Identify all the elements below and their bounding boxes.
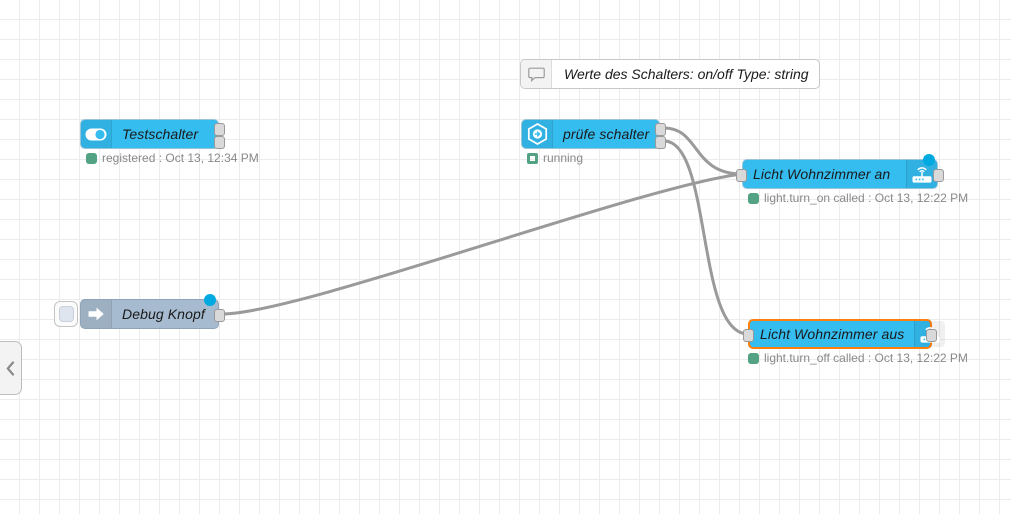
output-port[interactable] xyxy=(214,309,225,322)
input-port[interactable] xyxy=(743,329,754,342)
node-licht-wohnzimmer-an[interactable]: Licht Wohnzimmer an xyxy=(736,154,944,189)
status-text: running xyxy=(543,151,584,165)
node-licht-wohnzimmer-aus-label: Licht Wohnzimmer aus xyxy=(760,326,905,342)
output-port-1[interactable] xyxy=(655,123,666,136)
node-licht-wohnzimmer-an-status: light.turn_on called : Oct 13, 12:22 PM xyxy=(748,191,968,205)
status-dot xyxy=(748,352,759,364)
status-text: registered : Oct 13, 12:34 PM xyxy=(102,151,259,165)
node-testschalter-label: Testschalter xyxy=(122,126,199,142)
hexagon-arrow-icon xyxy=(522,120,553,148)
status-text: light.turn_on called : Oct 13, 12:22 PM xyxy=(764,191,969,205)
status-ring xyxy=(527,152,538,164)
node-testschalter[interactable]: Testschalter xyxy=(80,119,225,149)
status-text: light.turn_off called : Oct 13, 12:22 PM xyxy=(764,351,968,365)
node-pruefe-schalter-status: running xyxy=(527,151,583,165)
input-port[interactable] xyxy=(736,169,747,182)
comment-bubble-icon xyxy=(521,60,552,88)
changed-badge-icon xyxy=(923,154,935,166)
output-port[interactable] xyxy=(933,169,944,182)
output-port-2[interactable] xyxy=(214,136,225,149)
inject-button-inner xyxy=(58,306,74,322)
comment-node[interactable]: Werte des Schalters: on/off Type: string xyxy=(520,59,820,89)
node-pruefe-schalter[interactable]: prüfe schalter xyxy=(521,119,666,149)
wire-pruefe-out1-to-licht-an[interactable] xyxy=(662,126,744,176)
status-dot xyxy=(748,192,759,204)
node-debug-knopf[interactable]: Debug Knopf xyxy=(80,294,225,329)
node-licht-wohnzimmer-an-label: Licht Wohnzimmer an xyxy=(753,166,891,182)
status-dot xyxy=(86,152,97,164)
toggle-switch-icon xyxy=(81,120,112,148)
inject-button[interactable] xyxy=(54,301,78,327)
node-debug-knopf-label: Debug Knopf xyxy=(122,306,205,322)
node-testschalter-status: registered : Oct 13, 12:34 PM xyxy=(86,151,259,165)
output-port[interactable] xyxy=(926,329,937,342)
inject-arrow-icon xyxy=(81,300,112,328)
sidebar-toggle-button[interactable] xyxy=(0,341,22,395)
output-port-1[interactable] xyxy=(214,123,225,136)
node-licht-wohnzimmer-aus[interactable]: Licht Wohnzimmer aus xyxy=(743,319,946,349)
output-port-2[interactable] xyxy=(655,136,666,149)
chevron-left-icon xyxy=(6,360,15,376)
node-licht-wohnzimmer-aus-status: light.turn_off called : Oct 13, 12:22 PM xyxy=(748,351,968,365)
node-pruefe-schalter-label: prüfe schalter xyxy=(563,126,650,142)
changed-badge-icon xyxy=(204,294,216,306)
comment-text: Werte des Schalters: on/off Type: string xyxy=(564,66,809,82)
wire-debug-knopf-to-licht-an[interactable] xyxy=(220,172,744,316)
